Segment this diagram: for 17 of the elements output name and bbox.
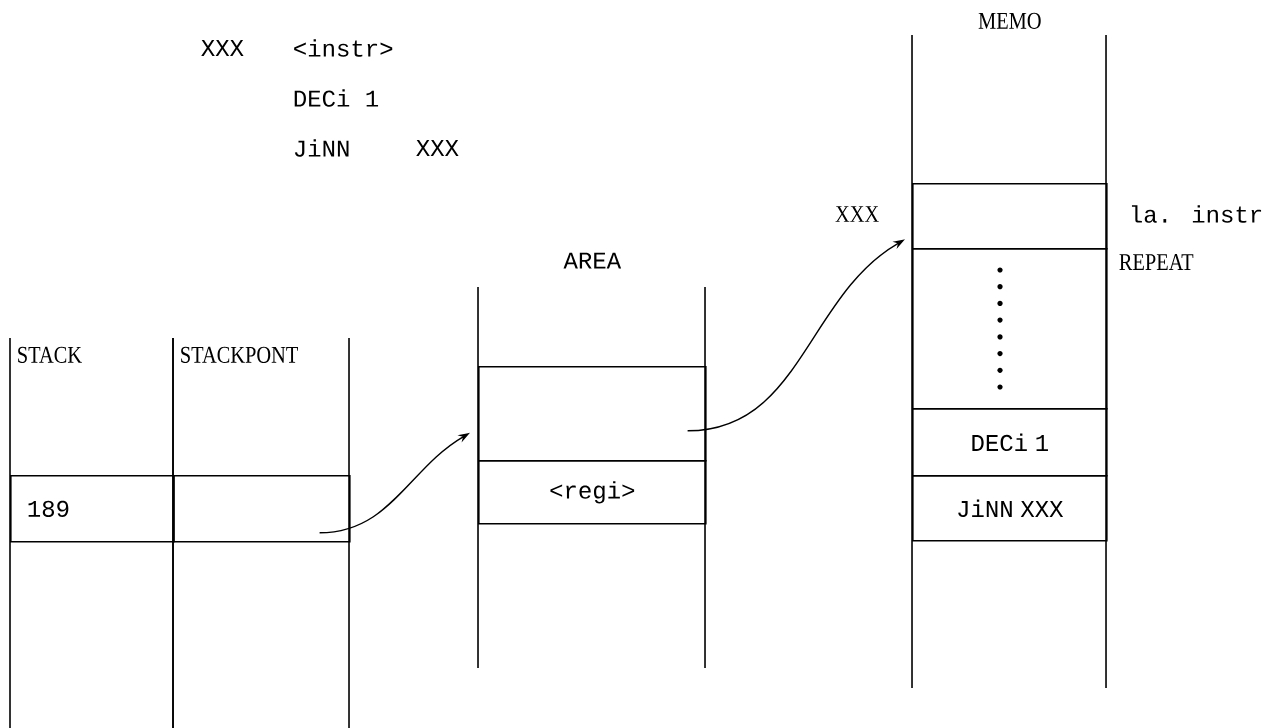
code-text: DECi 1 (294, 89, 379, 107)
side-label: la. instr (1131, 205, 1262, 223)
memory-column: STACKPONT (181, 337, 350, 728)
memory-cell (173, 475, 351, 543)
memory-cell: DECi 1 (912, 408, 1108, 477)
memory-cell: 189 (10, 475, 175, 543)
code-text: <instr> (294, 39, 393, 57)
memory-cell (478, 366, 707, 462)
code-text: REPEAT (1119, 254, 1194, 270)
memory-cell: JiNN XXX (912, 475, 1108, 542)
code-text: JiNN (294, 139, 349, 157)
code-text: XXX (416, 140, 459, 156)
memory-cell (912, 248, 1108, 410)
memory-cell: <regi> (478, 460, 707, 525)
code-text: XXX (201, 40, 244, 56)
memory-cell (912, 183, 1108, 250)
side-label: XXX (835, 206, 879, 222)
